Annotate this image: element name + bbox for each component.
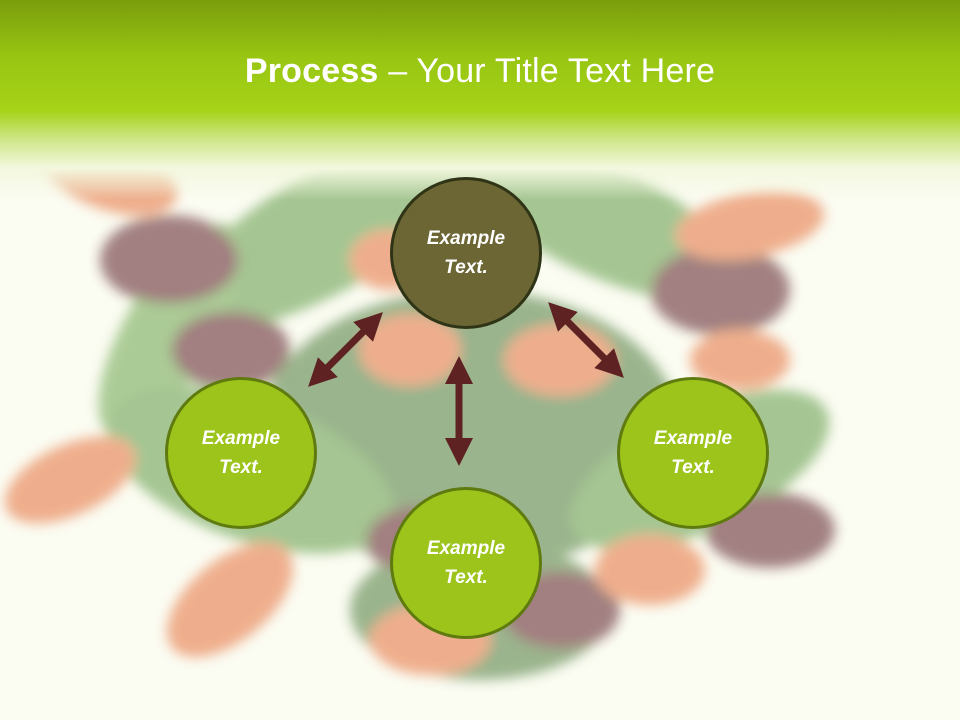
node-right-line1: Example [653,428,733,449]
process-node-left: Example Text. [165,377,317,529]
title-bar [0,0,960,200]
node-top-line1: Example [426,228,506,249]
node-right-line2: Text. [671,457,715,478]
node-left-line1: Example [201,428,281,449]
arrow-top-right [548,302,624,378]
page-title: Process – Your Title Text Here [0,52,960,91]
node-bottom-line1: Example [426,538,506,559]
process-node-bottom: Example Text. [390,487,542,639]
node-top-line2: Text. [444,257,488,278]
process-node-top: Example Text. [390,177,542,329]
node-left-line2: Text. [219,457,263,478]
title-bold: Process [244,52,379,90]
process-node-right: Example Text. [617,377,769,529]
title-rest: – Your Title Text Here [378,52,716,90]
arrow-top-left [308,312,383,387]
node-bottom-line2: Text. [444,567,488,588]
